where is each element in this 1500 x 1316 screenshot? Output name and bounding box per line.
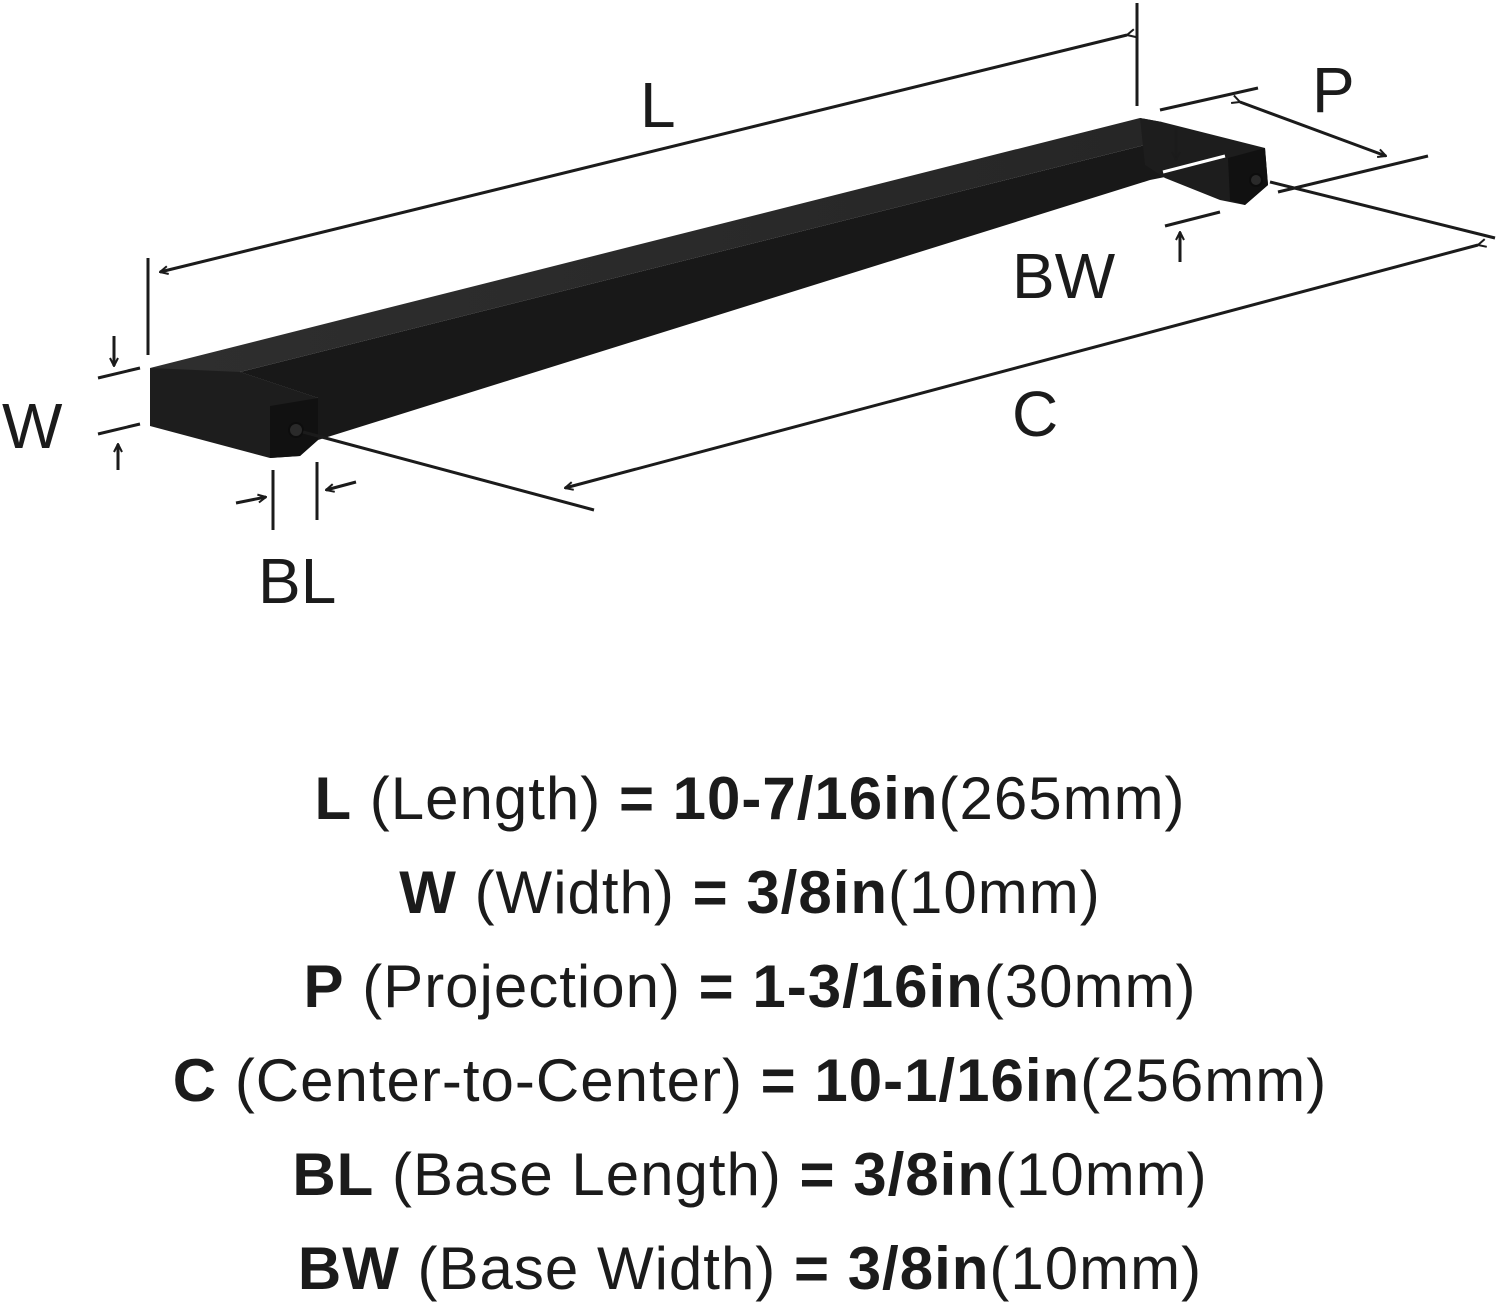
spec-equals: = [692, 859, 729, 926]
spec-name: (Projection) [362, 953, 681, 1020]
C-dimension-line [565, 245, 1478, 488]
spec-equals: = [698, 953, 735, 1020]
spec-name: (Base Width) [417, 1235, 777, 1302]
spec-code: C [172, 1047, 218, 1114]
dimension-lines [97, 3, 1496, 530]
spec-mm: (30mm) [983, 953, 1197, 1020]
C-extension-left [302, 430, 595, 512]
right-screw-hole [1249, 173, 1263, 187]
BL-arrow-right [326, 480, 357, 490]
spec-inch: 10-7/16in [672, 765, 939, 832]
label-P: P [1312, 54, 1355, 126]
W-extension-top [97, 366, 141, 380]
BW-extension-bottom [1164, 210, 1221, 228]
spec-row-base-width: BW (Base Width) = 3/8in(10mm) [0, 1222, 1500, 1316]
spec-equals: = [799, 1141, 836, 1208]
specification-list: L (Length) = 10-7/16in(265mm) W (Width) … [0, 752, 1500, 1316]
spec-inch: 3/8in [853, 1141, 995, 1208]
label-BW: BW [1012, 240, 1116, 312]
spec-mm: (10mm) [888, 859, 1101, 926]
C-extension-right [1269, 180, 1496, 240]
dimension-diagram: L P BW W C BL [2, 3, 1496, 617]
label-W: W [2, 390, 63, 462]
left-screw-hole [288, 422, 304, 438]
spec-inch: 3/8in [746, 859, 889, 926]
spec-equals: = [793, 1235, 831, 1302]
spec-name: (Center-to-Center) [234, 1047, 743, 1114]
spec-inch: 1-3/16in [752, 953, 984, 1020]
spec-inch: 3/8in [847, 1235, 990, 1302]
P-extension-bottom [1277, 154, 1429, 194]
spec-name: (Width) [474, 859, 675, 926]
spec-equals: = [618, 765, 655, 832]
spec-code: W [399, 859, 457, 926]
P-dimension-line [1240, 102, 1386, 156]
spec-code: L [314, 765, 353, 832]
L-dimension-line [160, 35, 1127, 272]
spec-mm: (10mm) [989, 1235, 1203, 1302]
spec-mm: (256mm) [1080, 1047, 1328, 1114]
spec-row-length: L (Length) = 10-7/16in(265mm) [0, 752, 1500, 846]
spec-name: (Length) [369, 765, 602, 832]
spec-row-projection: P (Projection) = 1-3/16in(30mm) [0, 940, 1500, 1034]
spec-inch: 10-1/16in [814, 1047, 1081, 1114]
spec-row-center-to-center: C (Center-to-Center) = 10-1/16in(256mm) [0, 1034, 1500, 1128]
label-C: C [1012, 378, 1058, 450]
spec-mm: (265mm) [938, 765, 1186, 832]
label-BL: BL [258, 545, 336, 617]
label-L: L [640, 69, 676, 141]
spec-row-base-length: BL (Base Length) = 3/8in(10mm) [0, 1128, 1500, 1222]
spec-code: P [303, 953, 345, 1020]
spec-equals: = [760, 1047, 797, 1114]
right-post-front [1228, 148, 1268, 205]
spec-code: BL [292, 1141, 375, 1208]
spec-name: (Base Length) [391, 1141, 782, 1208]
spec-row-width: W (Width) = 3/8in(10mm) [0, 846, 1500, 940]
spec-mm: (10mm) [995, 1141, 1208, 1208]
spec-code: BW [297, 1235, 400, 1302]
BL-arrow-left [235, 497, 266, 505]
P-extension-top [1159, 86, 1259, 112]
W-extension-bottom [97, 422, 141, 436]
BW-extension-top [1162, 154, 1226, 174]
